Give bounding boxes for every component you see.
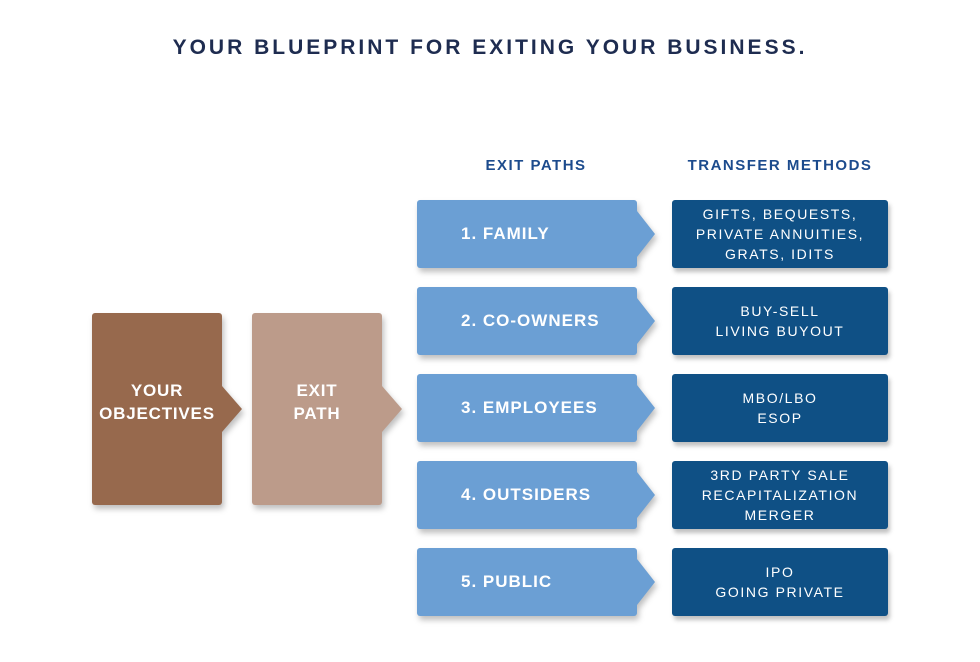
transfer-methods-text-outsiders: 3RD PARTY SALE RECAPITALIZATION MERGER	[701, 467, 859, 523]
exit-paths-column-header: EXIT PATHS	[485, 157, 587, 174]
exit-path-box-outsiders: 4. OUTSIDERS	[417, 461, 655, 529]
exit-path-label-family: 1. FAMILY	[461, 224, 550, 243]
exit-path-box-public: 5. PUBLIC	[417, 548, 655, 616]
arrow-right-icon	[637, 298, 655, 344]
exit-path-box-employees: 3. EMPLOYEES	[417, 374, 655, 442]
transfer-methods-text-family: GIFTS, BEQUESTS, PRIVATE ANNUITIES, GRAT…	[695, 206, 865, 262]
transfer-methods-box-outsiders: 3RD PARTY SALE RECAPITALIZATION MERGER	[672, 461, 888, 529]
transfer-methods-text-public: IPO GOING PRIVATE	[715, 564, 845, 600]
exit-path-label: EXIT PATH	[293, 381, 341, 423]
arrow-right-icon	[637, 211, 655, 257]
transfer-methods-box-co-owners: BUY-SELL LIVING BUYOUT	[672, 287, 888, 355]
exit-path-label-employees: 3. EMPLOYEES	[461, 398, 598, 417]
transfer-methods-text-co-owners: BUY-SELL LIVING BUYOUT	[715, 303, 845, 339]
transfer-methods-box-employees: MBO/LBO ESOP	[672, 374, 888, 442]
transfer-methods-text-employees: MBO/LBO ESOP	[742, 390, 818, 426]
transfer-methods-box-family: GIFTS, BEQUESTS, PRIVATE ANNUITIES, GRAT…	[672, 200, 888, 268]
page-title: YOUR BLUEPRINT FOR EXITING YOUR BUSINESS…	[172, 36, 808, 59]
exit-path-box-co-owners: 2. CO-OWNERS	[417, 287, 655, 355]
your-objectives-box: YOUR OBJECTIVES	[92, 313, 242, 505]
arrow-right-icon	[637, 385, 655, 431]
arrow-right-icon	[222, 386, 242, 432]
exit-path-box: EXIT PATH	[252, 313, 402, 505]
exit-path-label-co-owners: 2. CO-OWNERS	[461, 311, 600, 330]
exit-path-label-outsiders: 4. OUTSIDERS	[461, 485, 592, 504]
your-objectives-label: YOUR OBJECTIVES	[99, 381, 215, 423]
exit-path-box-family: 1. FAMILY	[417, 200, 655, 268]
arrow-right-icon	[637, 472, 655, 518]
exit-path-label-public: 5. PUBLIC	[461, 572, 553, 591]
arrow-right-icon	[382, 386, 402, 432]
transfer-methods-column-header: TRANSFER METHODS	[687, 157, 873, 174]
arrow-right-icon	[637, 559, 655, 605]
transfer-methods-box-public: IPO GOING PRIVATE	[672, 548, 888, 616]
